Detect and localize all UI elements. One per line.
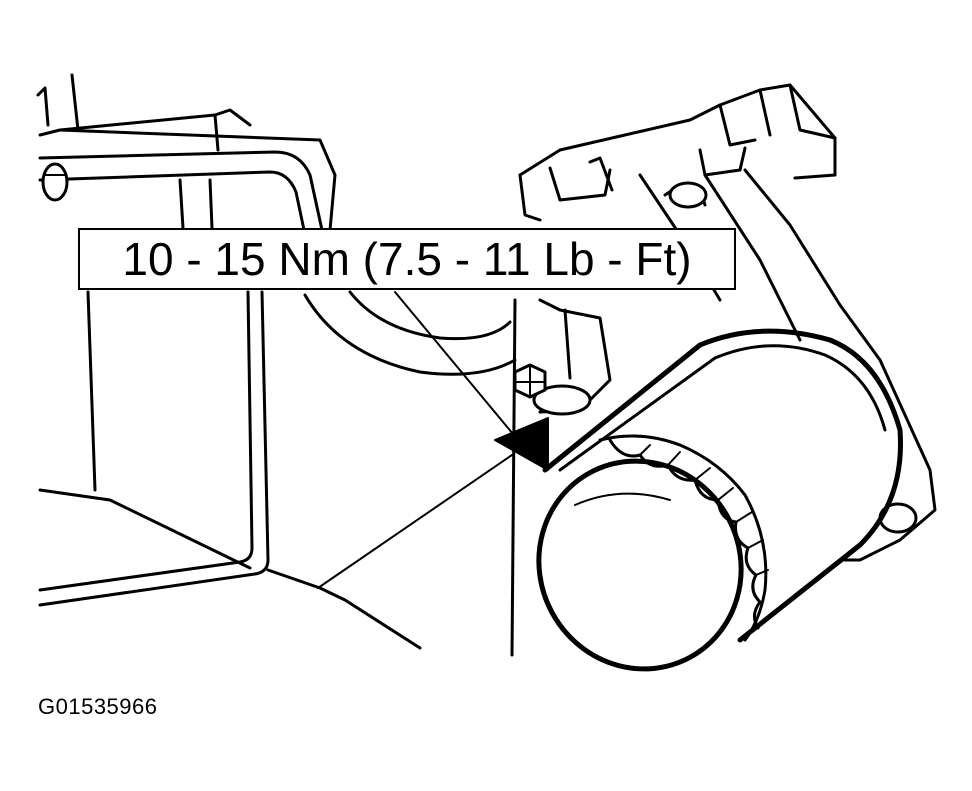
wrench-flutes	[608, 438, 762, 630]
boss-bore	[532, 384, 592, 416]
bracket-bolt	[668, 181, 708, 209]
filter-mount-boss	[303, 290, 612, 657]
torque-spec-callout: 10 - 15 Nm (7.5 - 11 Lb - Ft)	[78, 228, 736, 290]
oil-filter	[536, 328, 937, 672]
torque-spec-text: 10 - 15 Nm (7.5 - 11 Lb - Ft)	[122, 233, 692, 285]
mount-bolt-left	[41, 162, 69, 202]
engine-block-housing	[36, 73, 513, 650]
figure-id-label: G01535966	[38, 694, 158, 719]
arrowhead	[494, 417, 549, 471]
upper-bracket-assembly	[518, 83, 882, 362]
leader-arrow	[394, 291, 549, 471]
